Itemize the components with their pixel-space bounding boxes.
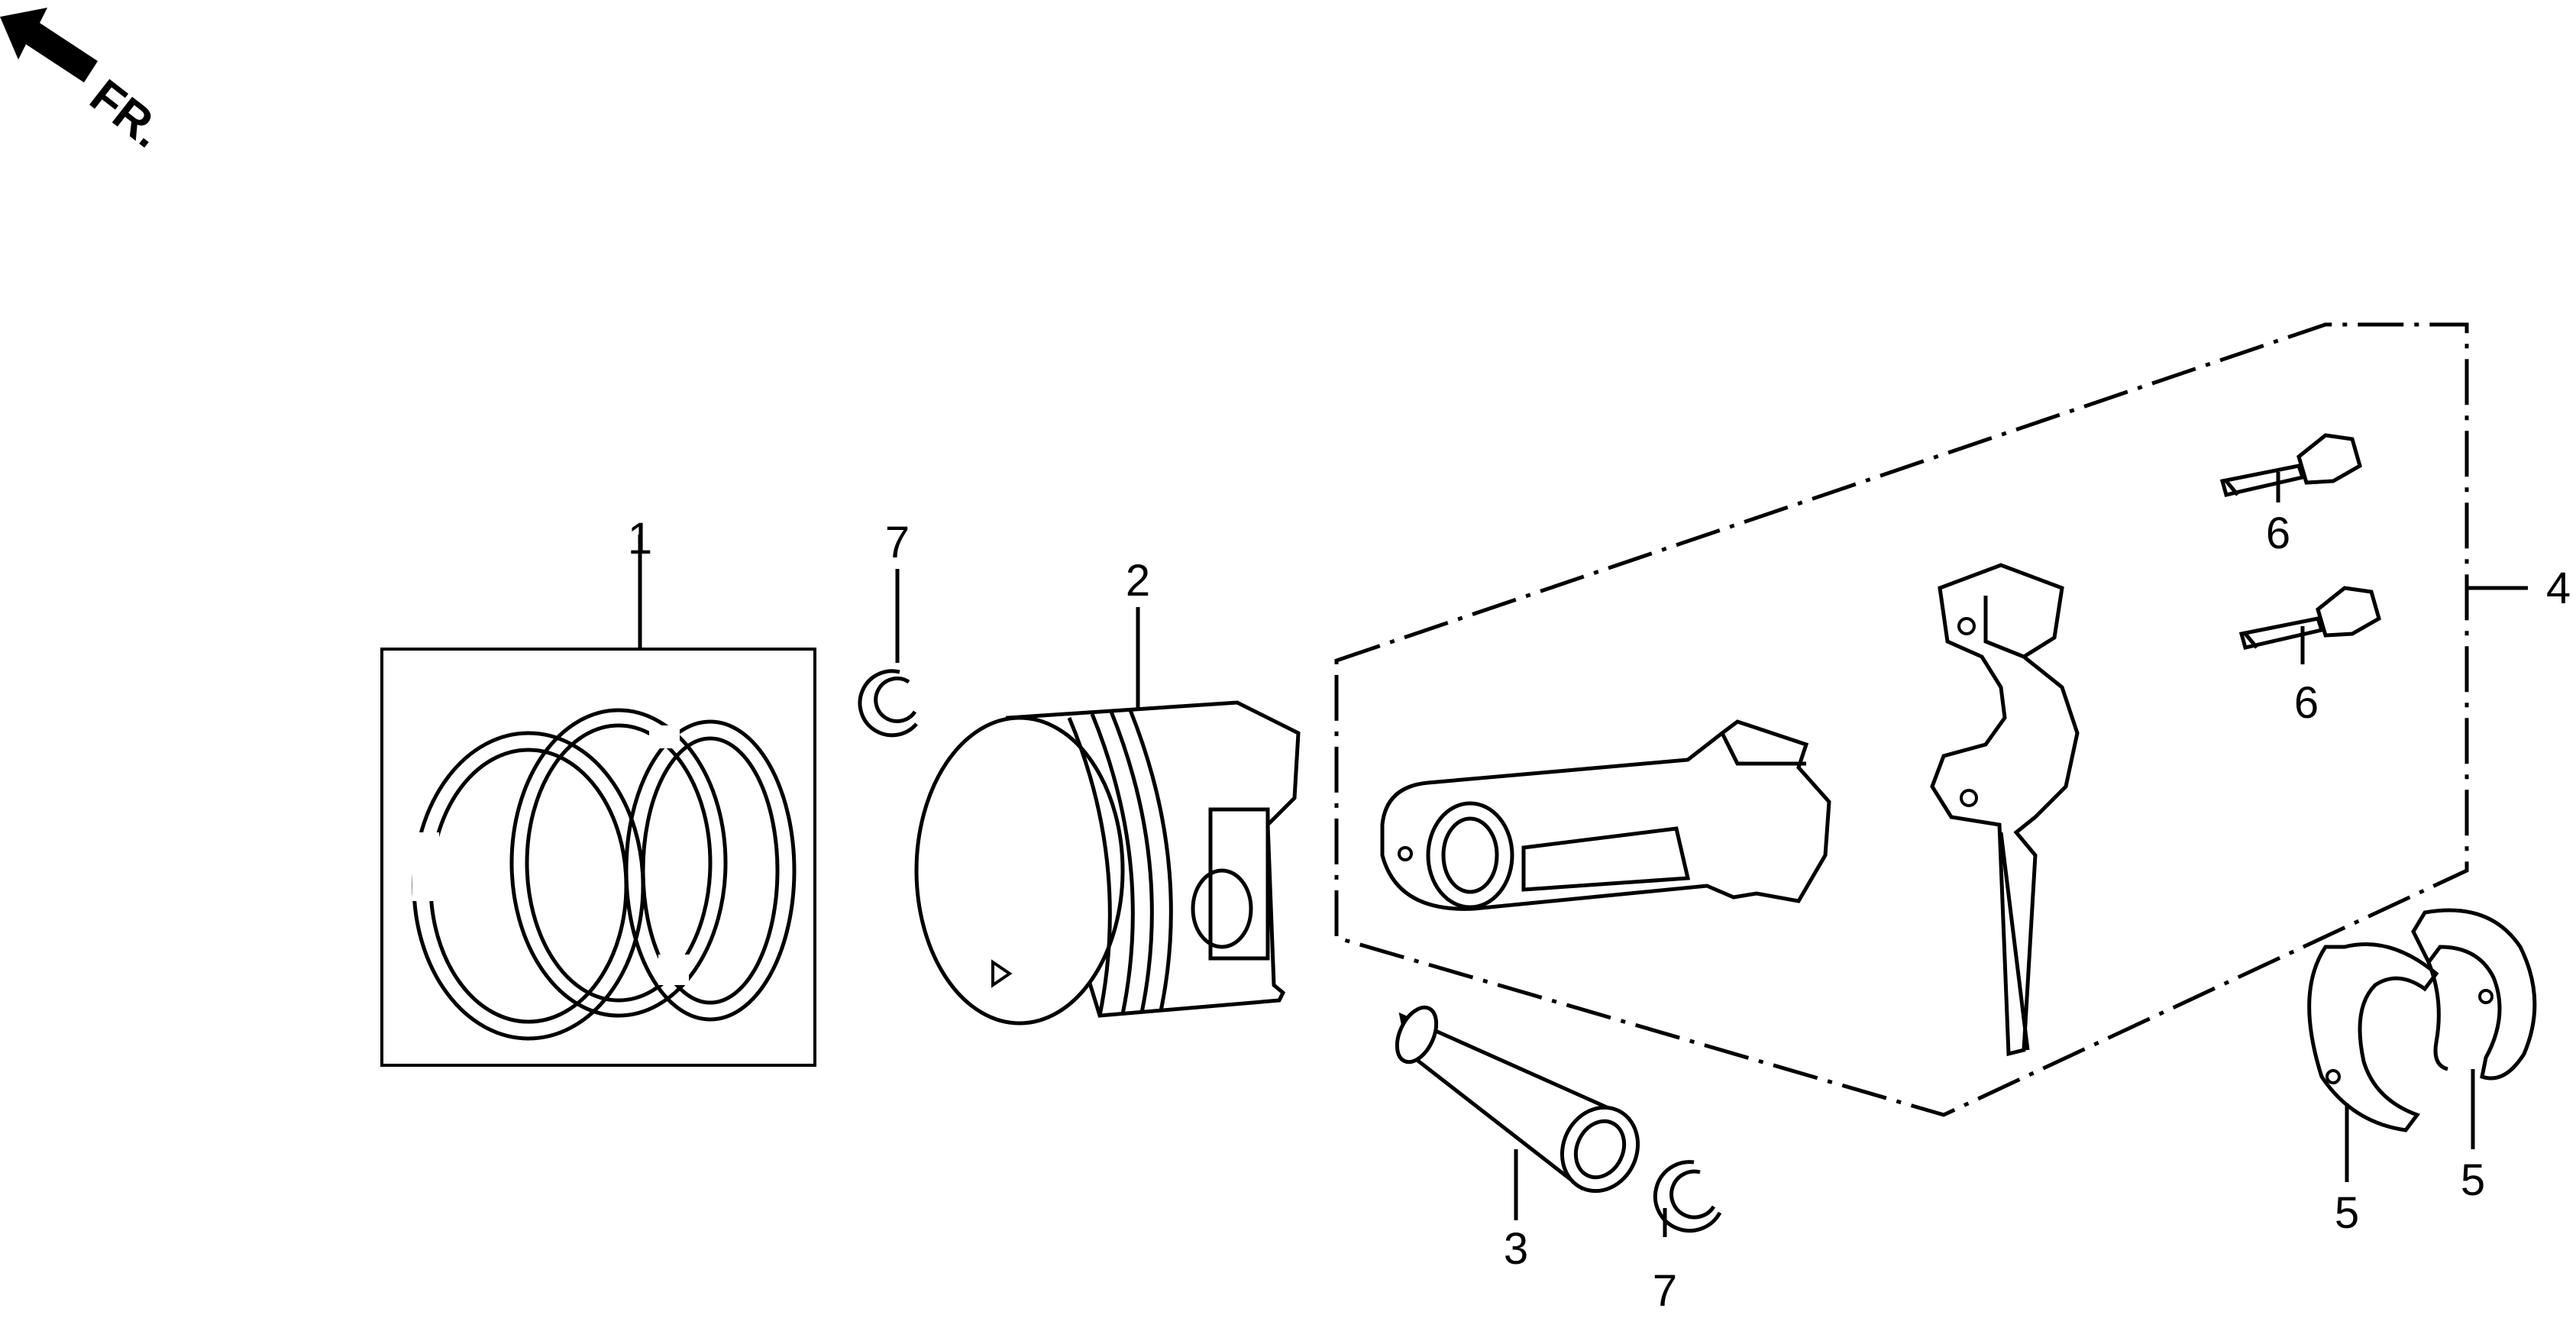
connecting-rod-illustration <box>1380 719 1831 911</box>
connecting-rod-bolt-illustration-upper <box>2219 433 2362 497</box>
callout-6a: 6 <box>2266 509 2290 558</box>
piston-ring-set-illustration <box>380 648 816 1067</box>
callout-5a: 5 <box>2335 1188 2359 1238</box>
piston-pin-clip-illustration-bottom <box>1653 1160 1722 1233</box>
piston-illustration <box>914 700 1301 1026</box>
callout-7b: 7 <box>1653 1266 1677 1316</box>
piston-pin-clip-illustration-top <box>858 669 918 738</box>
piston-pin-illustration <box>1395 1005 1640 1194</box>
connecting-rod-bolt-illustration-lower <box>2238 586 2381 650</box>
front-direction-arrow-icon <box>0 8 98 82</box>
callout-3: 3 <box>1504 1224 1528 1274</box>
callout-2: 2 <box>1126 556 1150 606</box>
connecting-rod-assembly-outline <box>1334 322 2469 1117</box>
callout-7a: 7 <box>885 518 910 567</box>
front-direction-label: FR. <box>80 69 173 158</box>
callout-1: 1 <box>628 514 652 564</box>
callout-6b: 6 <box>2294 678 2319 728</box>
connecting-rod-bearing-illustration-left <box>2307 942 2439 1132</box>
callout-4: 4 <box>2546 564 2571 613</box>
connecting-rod-bearing-illustration-right <box>2411 908 2537 1081</box>
connecting-rod-cap-illustration <box>1930 563 2080 1057</box>
callout-5b: 5 <box>2461 1155 2485 1205</box>
